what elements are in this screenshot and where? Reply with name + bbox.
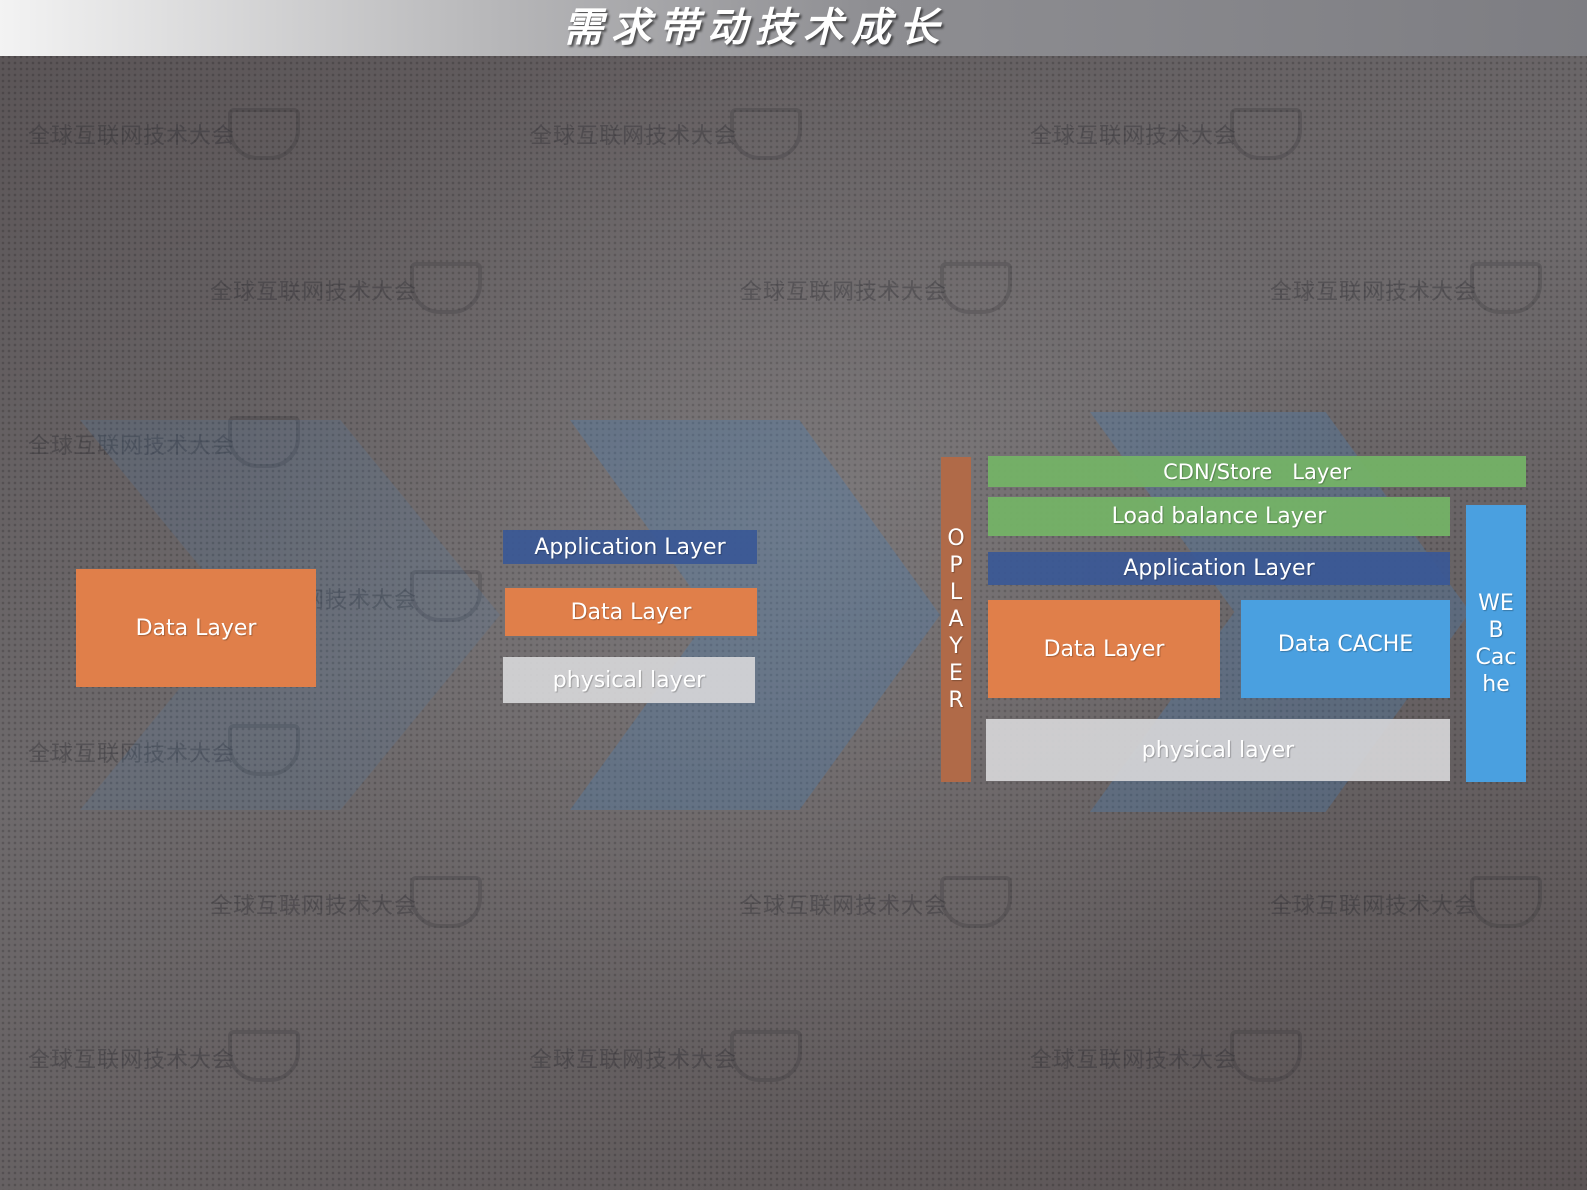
data-cache: Data CACHE xyxy=(1241,600,1450,698)
stage3-physical-layer-label: physical layer xyxy=(1141,737,1295,763)
stage1-data-layer-label: Data Layer xyxy=(135,615,257,641)
watermark: 全球互联网技术大会 xyxy=(1030,1047,1238,1072)
web-cache-line: B xyxy=(1488,617,1504,643)
op-layer-bar: O P L A Y E R xyxy=(941,457,971,782)
watermark-logo-icon xyxy=(940,876,1012,928)
watermark-logo-icon xyxy=(228,108,300,160)
stage1-data-layer: Data Layer xyxy=(76,569,316,687)
watermark-logo-icon xyxy=(228,724,300,776)
stage3-data-layer: Data Layer xyxy=(988,600,1220,698)
watermark-logo-icon xyxy=(940,262,1012,314)
watermark-logo-icon xyxy=(410,262,482,314)
data-cache-label: Data CACHE xyxy=(1277,631,1414,657)
watermark: 全球互联网技术大会 xyxy=(530,1047,738,1072)
watermark: 全球互联网技术大会 xyxy=(740,279,948,304)
watermark-logo-icon xyxy=(1230,1030,1302,1082)
load-balance-layer-label: Load balance Layer xyxy=(1111,504,1327,529)
cdn-store-layer: CDN/Store Layer xyxy=(988,456,1526,487)
watermark-logo-icon xyxy=(1230,108,1302,160)
stage2-application-layer: Application Layer xyxy=(503,530,757,564)
stage3-physical-layer: physical layer xyxy=(986,719,1450,781)
cdn-store-layer-label: CDN/Store Layer xyxy=(1163,459,1351,484)
stage2-data-layer-label: Data Layer xyxy=(570,599,692,625)
watermark: 全球互联网技术大会 xyxy=(1270,893,1478,918)
watermark: 全球互联网技术大会 xyxy=(28,1047,236,1072)
watermark: 全球互联网技术大会 xyxy=(740,893,948,918)
web-cache-line: he xyxy=(1482,671,1510,697)
watermark: 全球互联网技术大会 xyxy=(530,123,738,148)
stage2-application-layer-label: Application Layer xyxy=(534,534,726,560)
op-layer-letter: O xyxy=(947,526,965,551)
op-layer-letter: R xyxy=(948,688,964,713)
title-bar: 需求带动技术成长 xyxy=(0,0,1587,56)
watermark: 全球互联网技术大会 xyxy=(1030,123,1238,148)
watermark: 全球互联网技术大会 xyxy=(28,123,236,148)
stage3-application-layer-label: Application Layer xyxy=(1123,556,1315,581)
stage2-data-layer: Data Layer xyxy=(505,588,757,636)
load-balance-layer: Load balance Layer xyxy=(988,497,1450,536)
page-title: 需求带动技术成长 xyxy=(563,4,947,51)
stage3-data-layer-label: Data Layer xyxy=(1043,636,1165,662)
watermark-logo-icon xyxy=(410,876,482,928)
watermark-logo-icon xyxy=(730,1030,802,1082)
op-layer-letter: E xyxy=(949,661,963,686)
watermark-logo-icon xyxy=(730,108,802,160)
watermark: 全球互联网技术大会 xyxy=(210,279,418,304)
watermark-logo-icon xyxy=(1470,876,1542,928)
op-layer-letter: Y xyxy=(949,634,963,659)
watermark-logo-icon xyxy=(410,570,482,622)
watermark-logo-icon xyxy=(1470,262,1542,314)
stage3-application-layer: Application Layer xyxy=(988,552,1450,585)
web-cache: WE B Cac he xyxy=(1466,505,1526,782)
op-layer-letter: P xyxy=(949,553,963,578)
watermark-logo-icon xyxy=(228,1030,300,1082)
watermark: 全球互联网技术大会 xyxy=(1270,279,1478,304)
web-cache-line: Cac xyxy=(1475,644,1517,670)
web-cache-line: WE xyxy=(1478,590,1514,616)
op-layer-letter: A xyxy=(948,607,964,632)
stage2-physical-layer: physical layer xyxy=(503,657,755,703)
stage2-physical-layer-label: physical layer xyxy=(552,667,706,693)
watermark-logo-icon xyxy=(228,416,300,468)
watermark: 全球互联网技术大会 xyxy=(210,893,418,918)
op-layer-letter: L xyxy=(949,580,963,605)
